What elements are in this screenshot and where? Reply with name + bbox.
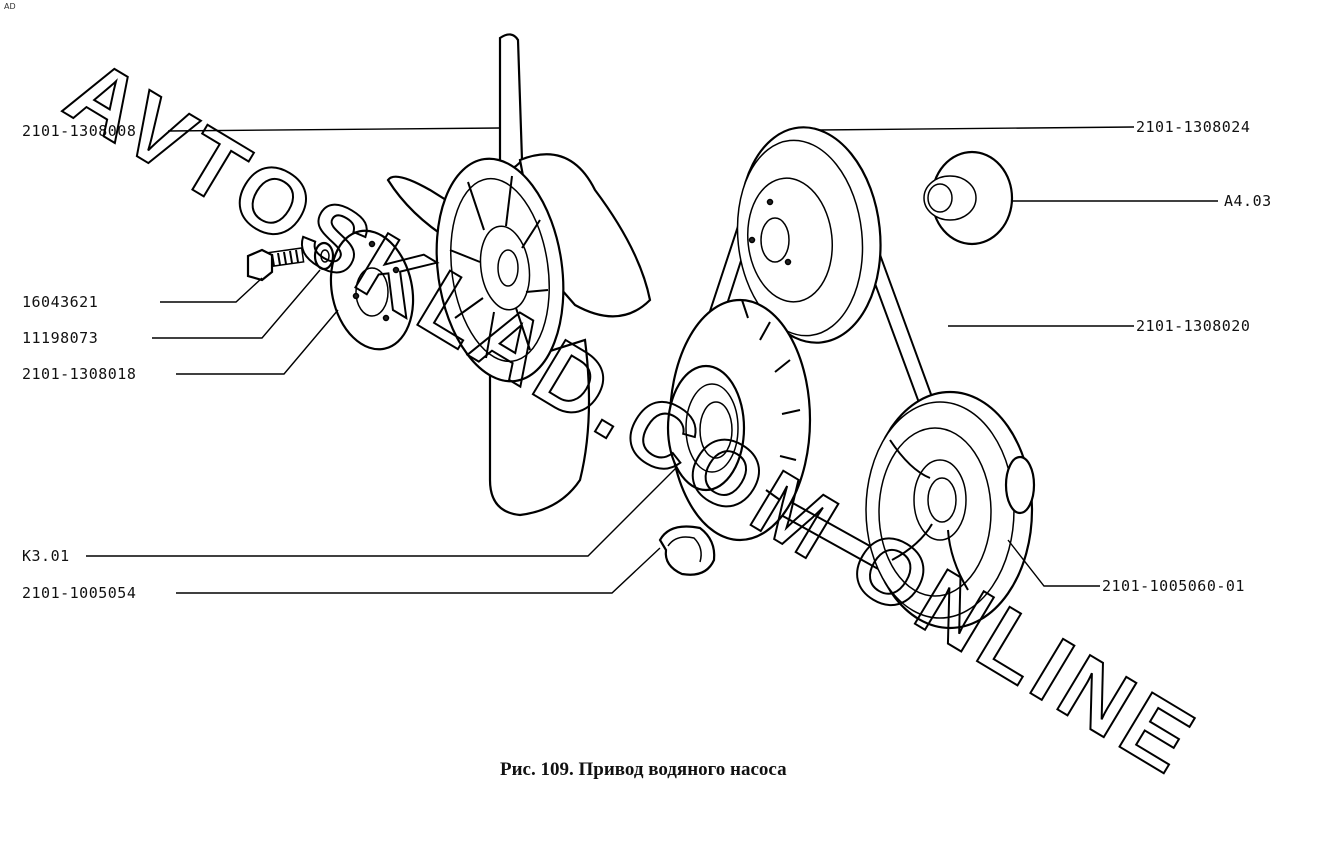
figure-caption: Рис. 109. Привод водяного насоса (500, 759, 787, 780)
fan-blade-top (498, 33, 524, 171)
part-label: 2101-1308024 (1136, 118, 1250, 136)
washer-part (313, 241, 335, 271)
fan-spacer-plate (329, 229, 415, 351)
leader-lines (86, 126, 1218, 594)
alternator-pulley-part (923, 150, 1014, 246)
part-label: 2101-1308020 (1136, 317, 1250, 335)
part-label: 2101-1005060-01 (1102, 577, 1245, 595)
fan-hub-bore (497, 249, 519, 287)
fan-assembly (386, 33, 652, 517)
fan-blade-bottom (488, 338, 591, 517)
corner-mark: AD (4, 2, 16, 11)
part-label: 16043621 (22, 293, 98, 311)
part-label: K3.01 (22, 547, 70, 565)
part-label: 2101-1308018 (22, 365, 136, 383)
water-pump-pulley (736, 126, 882, 344)
part-label: A4.03 (1224, 192, 1272, 210)
part-label: 2101-1308008 (22, 122, 136, 140)
generator-pulley-fan (666, 298, 812, 542)
bolt-part (246, 247, 305, 282)
part-label: 2101-1005054 (22, 584, 136, 602)
crankshaft-pulley (865, 390, 1036, 630)
watermark: AVTOSKLAD.COM ONLINE (50, 40, 1215, 796)
pulley-clip-part (658, 525, 716, 576)
part-label: 11198073 (22, 329, 98, 347)
